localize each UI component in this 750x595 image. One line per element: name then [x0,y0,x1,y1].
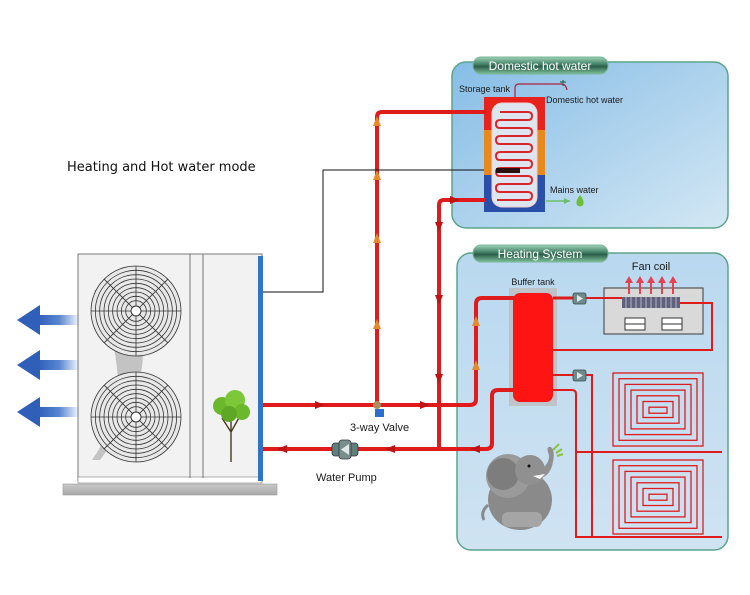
fan-coil-heat-arrows [625,276,677,294]
heating-circuit-pipes [553,296,722,538]
fan-coil-label: Fan coil [632,261,671,273]
fan-grille-spoke [139,384,169,414]
diagram-title: Heating and Hot water mode [67,160,256,175]
underfloor-pipe-ring [612,372,704,447]
buffer-tank [513,293,553,402]
underfloor-pipe-ring [636,395,680,424]
underfloor-pipe-ring [642,487,674,507]
air-arrow-icon [17,350,80,380]
return-pipe [261,388,515,451]
underfloor-pipe-ring [636,482,680,512]
dhw-return-pipe [437,198,486,451]
underfloor-pipe-ring [618,465,698,529]
three-way-valve-label: 3-way Valve [350,422,409,434]
heat-pump-outdoor-unit [62,253,278,496]
underfloor-pipe-ring [618,378,698,441]
underfloor-pipe-ring [648,406,668,414]
storage-tank-label: Storage tank [459,84,511,94]
fan-grille-spoke [139,314,169,344]
fan-grille-spoke [103,420,133,450]
underfloor-heating-loop-1 [612,372,704,447]
fan-hub [130,305,142,317]
unit-side-panel [258,256,263,481]
fan-grille-top [90,265,182,357]
fan-grille-spoke [103,314,133,344]
underfloor-pipe-ring [624,470,692,524]
underfloor-circulator-icon [572,369,587,382]
fan-grille-spoke [103,278,133,308]
mains-water-arrow-icon [564,198,570,204]
air-arrow-icon [17,305,80,335]
heating-system-panel: Heating System Buffer tank Fan coil [456,244,729,551]
fan-coil-unit [603,287,704,335]
electric-heater-element [496,168,520,173]
water-pump-icon [331,439,359,460]
water-pump-label: Water Pump [316,472,377,484]
dhw-panel-title: Domestic hot water [489,59,592,73]
fan-coil-circulator-icon [572,292,587,305]
tap-icon [560,80,566,86]
water-drop-icon [576,195,584,207]
control-wire [263,169,484,293]
underfloor-pipe-ring [630,389,686,430]
underfloor-pipe-ring [630,476,686,518]
tree-icon [213,390,250,462]
heating-panel-title-badge [472,244,609,263]
fan-grille-bottom [90,371,182,463]
fan-grille-spoke [139,420,169,450]
buffer-tank-label: Buffer tank [511,277,555,287]
storage-tank [484,97,545,212]
fan-hub [130,411,142,423]
mains-water-label: Mains water [550,185,599,195]
heating-panel-title: Heating System [498,247,583,261]
domestic-hot-water-panel: Domestic hot water Storage tank Domestic… [451,56,729,229]
air-arrow-icon [17,397,80,427]
fan-grille-spoke [103,384,133,414]
air-exhaust-arrows [17,305,80,427]
underfloor-pipe-ring [612,459,704,535]
concrete-base [62,483,278,496]
underfloor-pipe-ring [642,400,674,419]
domestic-hot-water-label: Domestic hot water [546,95,623,105]
underfloor-pipe-ring [624,383,692,436]
fan-grille-spoke [139,278,169,308]
elephant-mascot [481,443,564,530]
return-flow-arrows [277,196,480,453]
heat-exchanger-coil [494,111,534,201]
flow-direction-arrows [373,116,480,370]
underfloor-heating-loop-2 [612,459,704,535]
three-way-valve-icon [373,401,384,417]
underfloor-pipe-ring [648,493,668,501]
supply-pipe [261,296,515,407]
dhw-panel-title-badge [472,56,609,75]
hot-water-outlet-pipe [514,83,568,97]
